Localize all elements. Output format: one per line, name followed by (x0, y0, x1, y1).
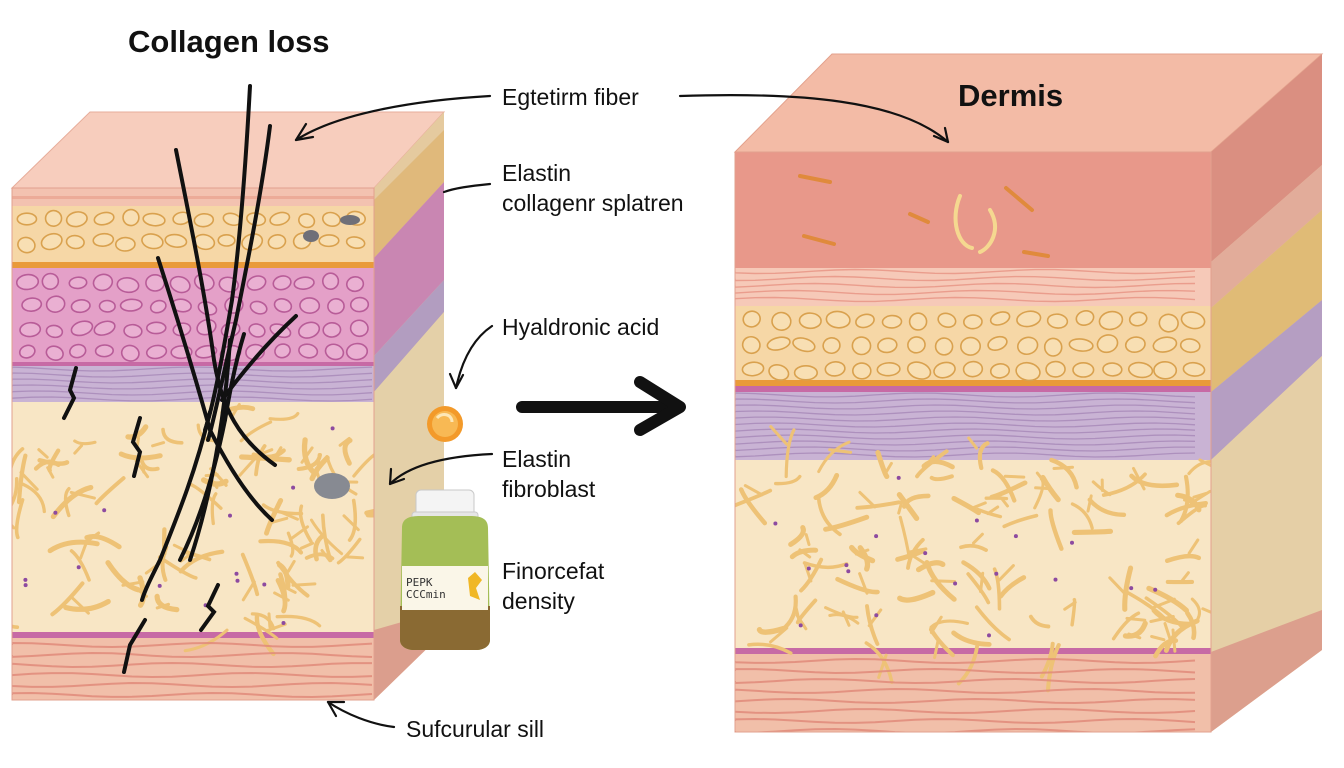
label-bottom: Sufcurular sill (406, 716, 545, 742)
right-lilac-layer (735, 392, 1211, 460)
right-skin-block (733, 53, 1324, 733)
supplement-capsule-icon (427, 406, 463, 442)
label-density-line1: Finorcefat (502, 558, 605, 584)
label-density: Finorcefat density (502, 556, 604, 617)
bottle-label-line1: PEPK (406, 576, 433, 589)
surface-specks (798, 174, 1050, 258)
label-elastin-collagen: Elastin collagenr splatren (502, 158, 684, 219)
particle (314, 473, 350, 499)
pointer-lines (294, 94, 950, 729)
right-front-face (735, 152, 1211, 732)
particle (340, 215, 360, 225)
label-elastin-line2: collagenr splatren (502, 190, 684, 217)
right-side-face (1211, 54, 1322, 732)
label-elastin-line1: Elastin (502, 160, 572, 186)
label-hyaluronic-acid: Hyaldronic acid (502, 314, 660, 340)
collagen-damage-lines (62, 84, 298, 674)
label-elastin-fibroblast: Elastin fibroblast (502, 444, 595, 505)
supplement-bottle-icon (400, 489, 490, 650)
left-top-face (10, 111, 446, 189)
bottle-label-line2: CCCmin (406, 588, 446, 602)
left-pink-layer (12, 268, 374, 364)
particle (303, 230, 319, 242)
arrow-right-icon (516, 376, 686, 436)
label-density-line2: density (502, 588, 575, 615)
left-title: Collagen loss (128, 24, 330, 59)
left-skin-block (10, 84, 446, 701)
left-front-face (12, 188, 374, 700)
label-elastin2-line2: fibroblast (502, 476, 596, 503)
label-elastin2-line1: Elastin (502, 446, 572, 472)
bottle-label-text: PEPK CCCmin (406, 576, 446, 602)
right-surface-layer (735, 152, 1211, 268)
right-title: Dermis (958, 78, 1064, 113)
label-fiber: Egtetirm fiber (502, 84, 639, 110)
